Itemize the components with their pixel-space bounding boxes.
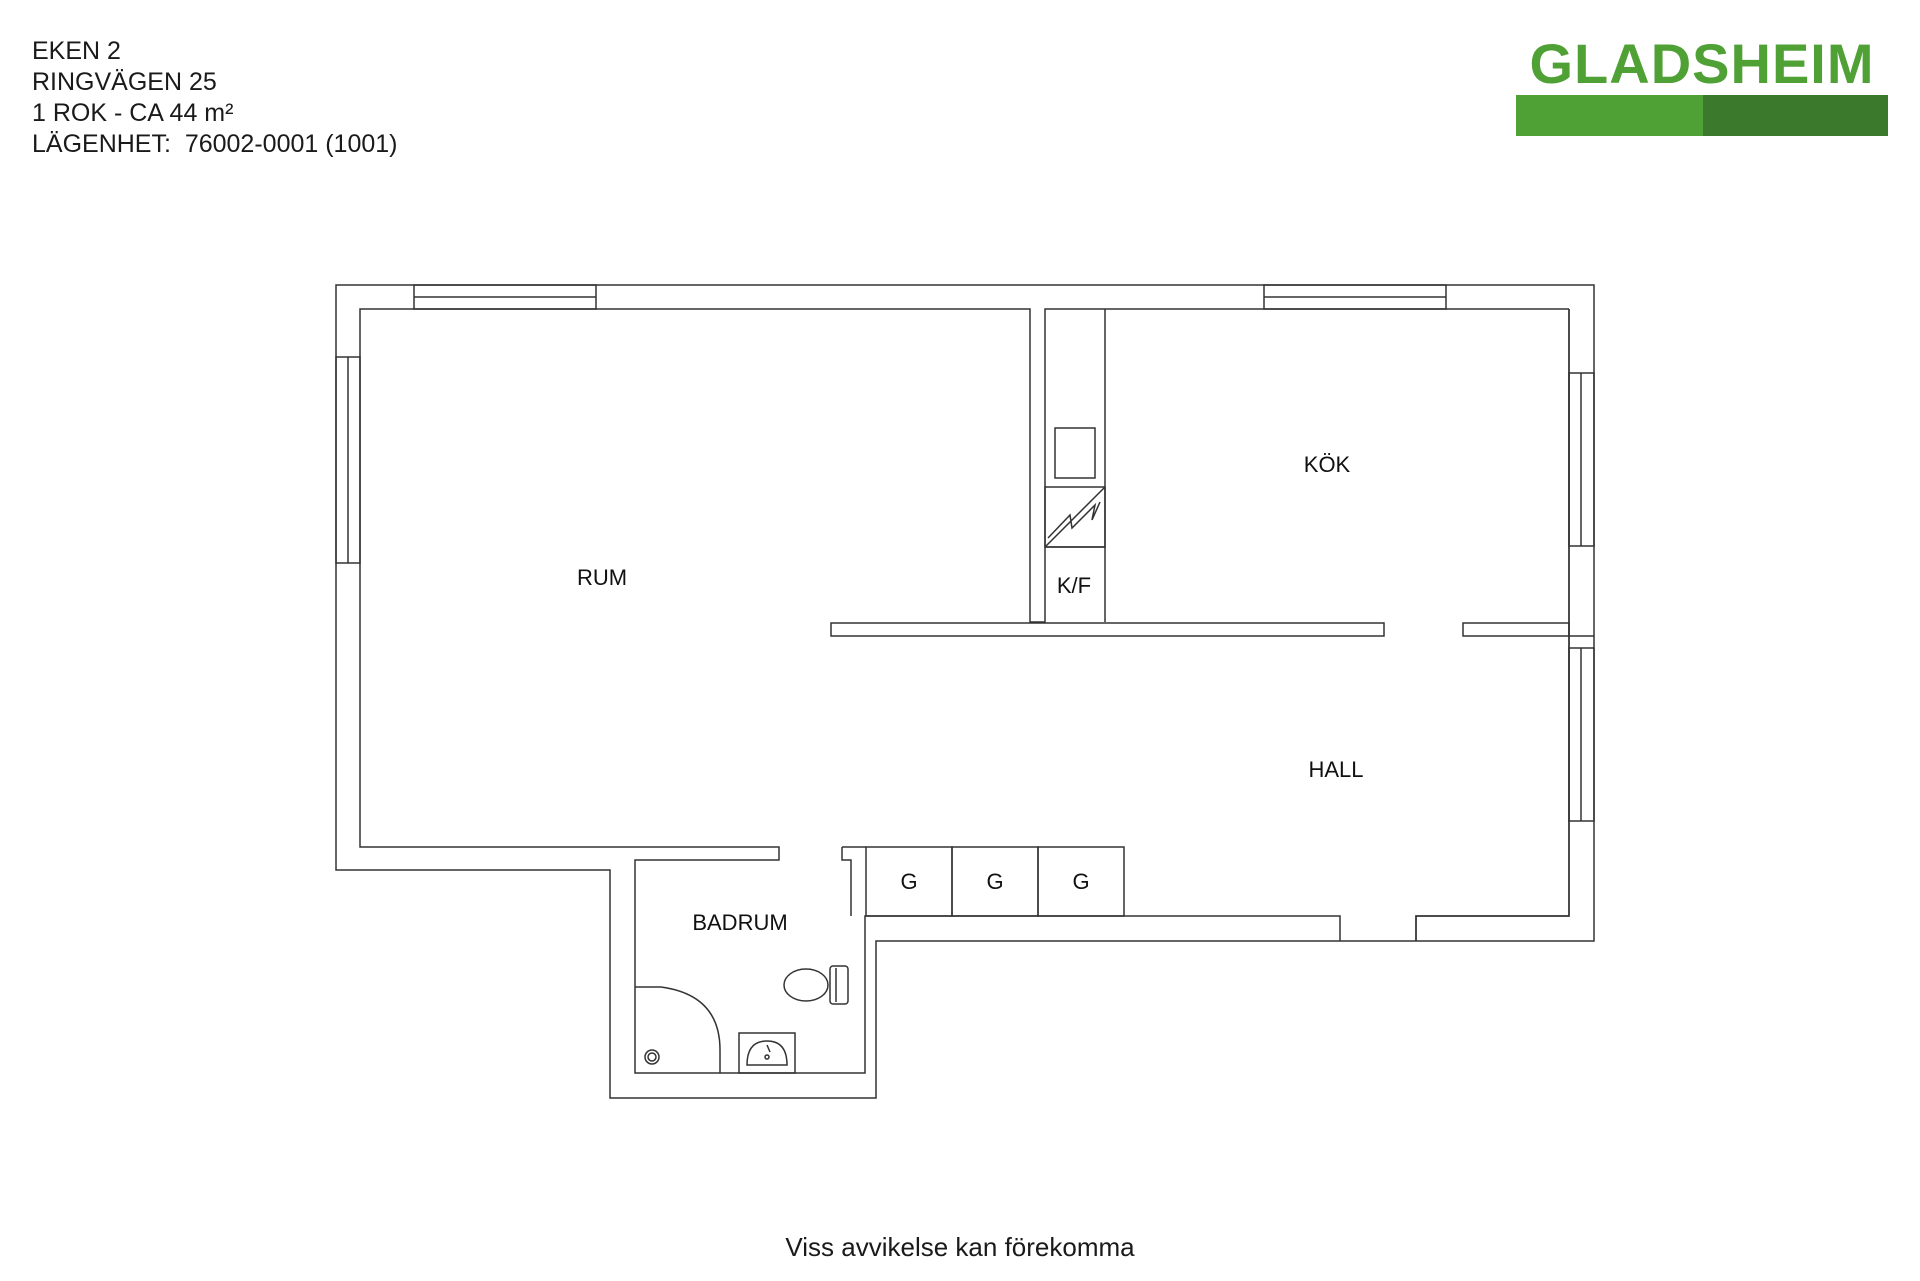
toilet-tank bbox=[829, 965, 849, 1005]
apartment-size: 1 ROK - CA 44 m² bbox=[32, 99, 234, 127]
closet-label-1: G bbox=[900, 869, 917, 894]
logo-text: GLADSHEIM bbox=[1529, 32, 1875, 95]
closet-label-3: G bbox=[1072, 869, 1089, 894]
shower-corner bbox=[635, 986, 721, 1073]
toilet-bowl bbox=[783, 968, 829, 1002]
property-info: EKEN 2 RINGVÄGEN 25 1 ROK - CA 44 m² LÄG… bbox=[32, 36, 398, 160]
shower-drain-inner bbox=[647, 1052, 657, 1062]
property-address: RINGVÄGEN 25 bbox=[32, 68, 217, 96]
logo-bar-dark bbox=[1703, 95, 1888, 136]
gladsheim-logo: GLADSHEIM bbox=[1516, 34, 1888, 136]
shower-drain-icon bbox=[644, 1049, 660, 1065]
room-label-badrum: BADRUM bbox=[692, 910, 787, 935]
room-label-rum: RUM bbox=[577, 565, 627, 590]
sink bbox=[738, 1032, 796, 1074]
sink-bowl bbox=[746, 1040, 788, 1066]
disclaimer-text: Viss avvikelse kan förekomma bbox=[785, 1232, 1135, 1262]
property-name: EKEN 2 bbox=[32, 37, 121, 65]
wall-segments bbox=[359, 308, 1570, 1074]
logo-bar bbox=[1516, 95, 1888, 136]
room-label-kok: KÖK bbox=[1304, 452, 1351, 477]
inner-wall-outline bbox=[1415, 309, 1570, 941]
closet-stub bbox=[841, 846, 866, 916]
partition-kok-hall bbox=[830, 622, 1385, 637]
partition-hall-right bbox=[1462, 622, 1570, 637]
closet-label-2: G bbox=[986, 869, 1003, 894]
sink-tap bbox=[766, 1044, 771, 1053]
logo-bar-light bbox=[1516, 95, 1703, 136]
room-label-hall: HALL bbox=[1308, 757, 1363, 782]
room-label-kf: K/F bbox=[1057, 573, 1091, 598]
apartment-number: LÄGENHET: 76002-0001 (1001) bbox=[32, 130, 398, 158]
sink-drain bbox=[764, 1054, 770, 1060]
closet-3 bbox=[1037, 846, 1125, 917]
outer-wall-outline bbox=[335, 284, 1595, 1099]
electric-panel-symbol bbox=[1044, 486, 1106, 548]
appliance-box bbox=[1054, 427, 1096, 479]
